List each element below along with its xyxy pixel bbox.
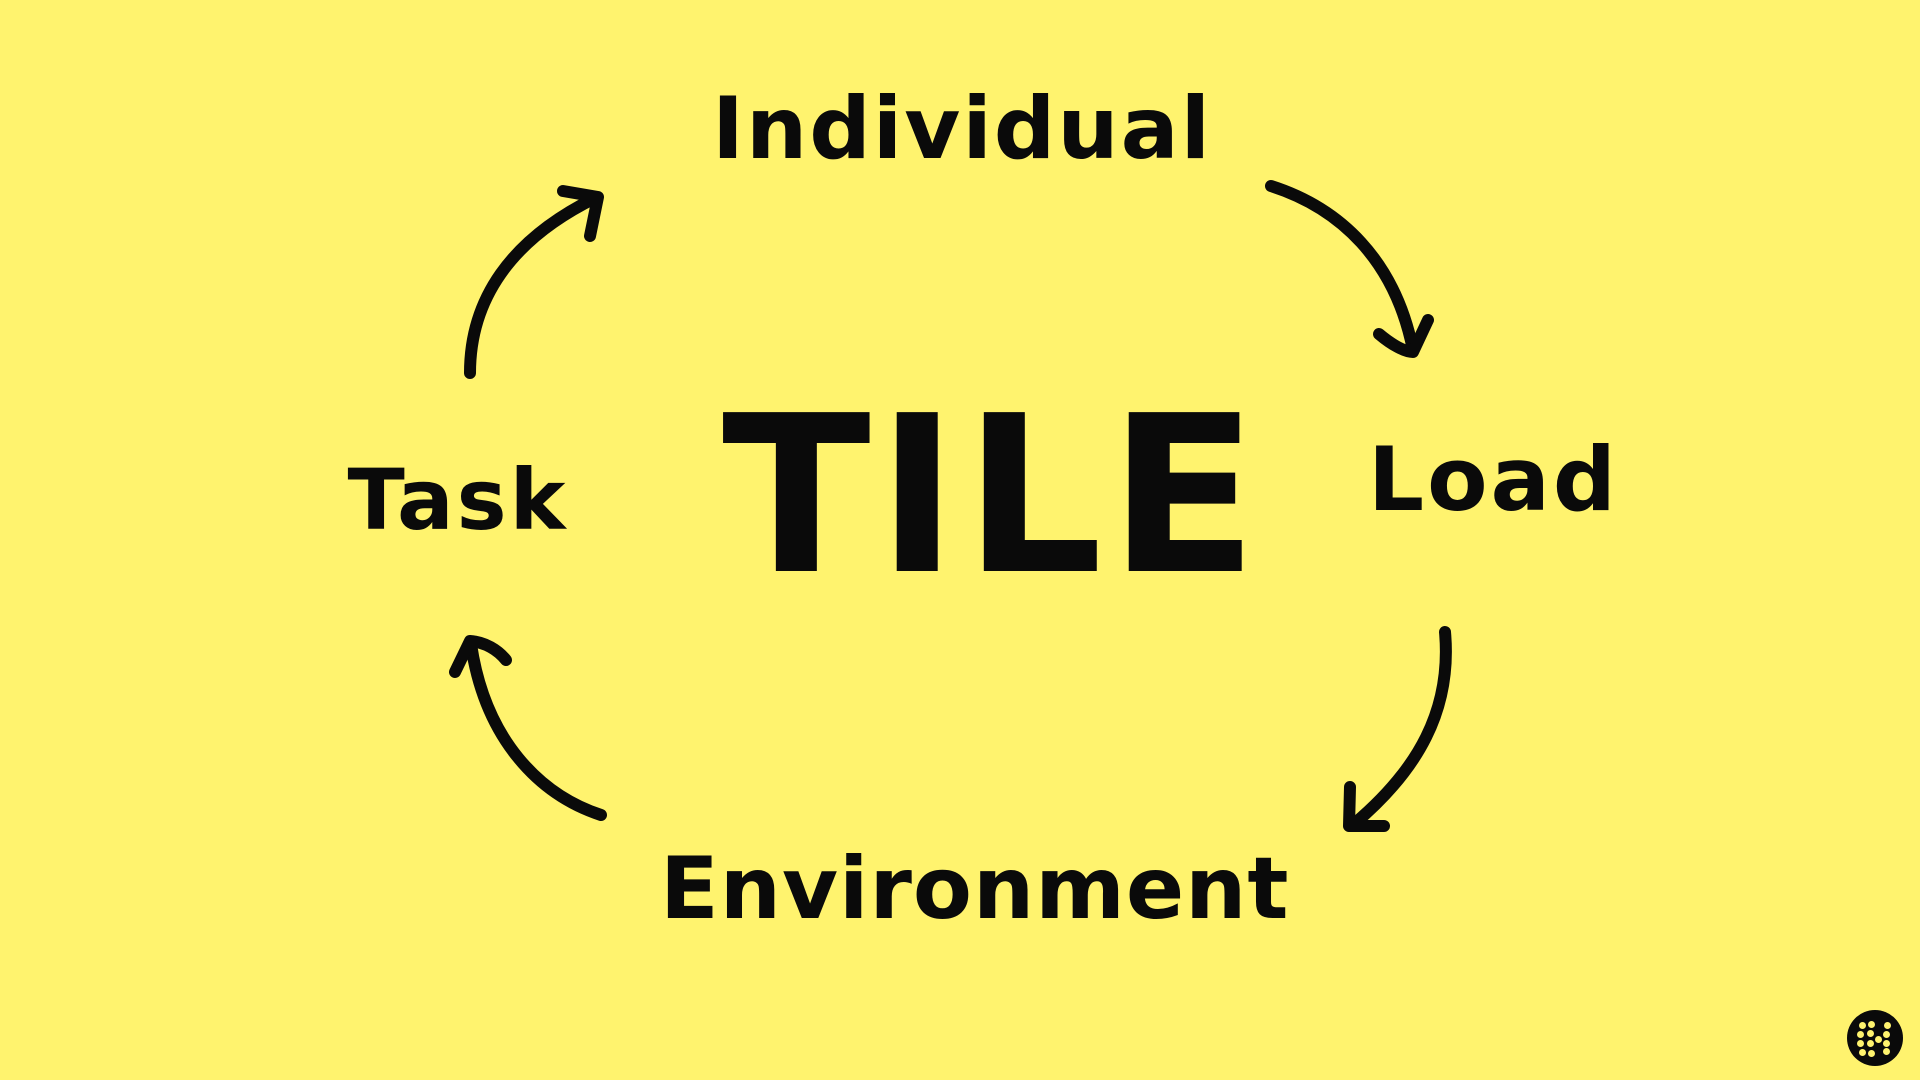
node-task: Task <box>347 451 569 549</box>
dotted-h-logo-icon <box>1847 1010 1903 1066</box>
node-load: Load <box>1368 428 1619 531</box>
node-individual: Individual <box>712 79 1213 179</box>
node-environment: Environment <box>660 839 1290 939</box>
center-title: TILE <box>722 370 1264 623</box>
arrow-individual-to-load-icon <box>1265 180 1434 358</box>
arrow-load-to-environment-icon <box>1343 626 1452 832</box>
arrow-environment-to-task-icon <box>449 635 607 821</box>
arrow-task-to-individual-icon <box>464 185 604 379</box>
